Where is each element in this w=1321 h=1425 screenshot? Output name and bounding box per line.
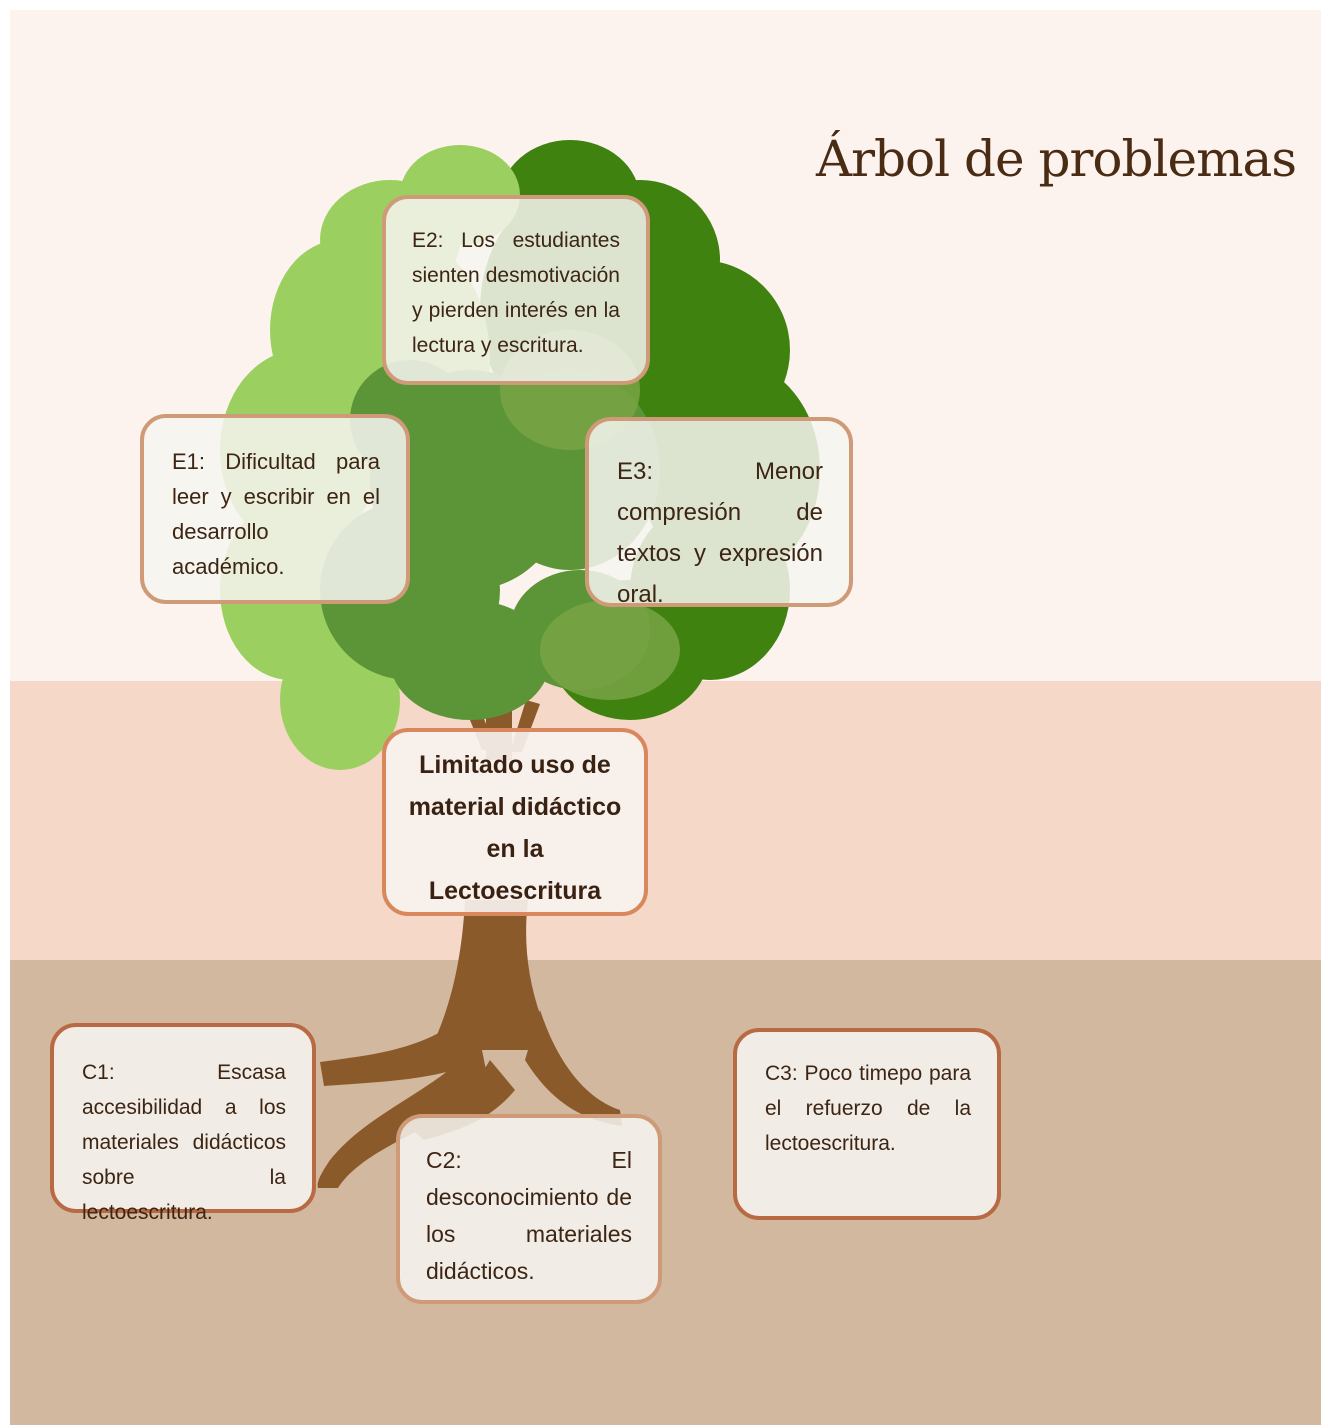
effect-text-e2: E2: Los estudiantes sienten desmotivació… bbox=[412, 229, 620, 357]
middle-band-background bbox=[10, 681, 1321, 960]
cause-box-c1: C1: Escasa accesibilidad a los materiale… bbox=[50, 1023, 316, 1224]
cause-text-c3: C3: Poco timepo para el refuerzo de la l… bbox=[765, 1062, 971, 1155]
cause-text-c2: C2: El desconocimiento de los materiales… bbox=[426, 1147, 632, 1284]
foliage-mid bbox=[320, 360, 660, 720]
page-title: Árbol de problemas bbox=[816, 130, 1297, 188]
tree-trunk bbox=[430, 900, 555, 1050]
effect-text-e3: E3: Menor compresión de textos y expresi… bbox=[617, 458, 823, 608]
effect-box-e3: E3: Menor compresión de textos y expresi… bbox=[585, 417, 853, 608]
effect-text-e1: E1: Dificultad para leer y escribir en e… bbox=[172, 449, 380, 579]
root-left-lower bbox=[317, 1040, 490, 1188]
central-problem-text: Limitado uso de material didáctico en la… bbox=[408, 751, 622, 905]
effect-box-e1: E1: Dificultad para leer y escribir en e… bbox=[140, 414, 410, 604]
root-left-upper bbox=[320, 1010, 480, 1086]
cause-box-c2: C2: El desconocimiento de los materiales… bbox=[396, 1114, 662, 1304]
central-problem-box: Limitado uso de material didáctico en la… bbox=[382, 728, 648, 916]
cause-text-c1: C1: Escasa accesibilidad a los materiale… bbox=[82, 1061, 286, 1224]
diagram-canvas: Árbol de problemas E1: Dificultad para l… bbox=[10, 10, 1321, 1425]
cause-box-c3: C3: Poco timepo para el refuerzo de la l… bbox=[733, 1028, 1001, 1220]
effect-box-e2: E2: Los estudiantes sienten desmotivació… bbox=[382, 195, 650, 385]
